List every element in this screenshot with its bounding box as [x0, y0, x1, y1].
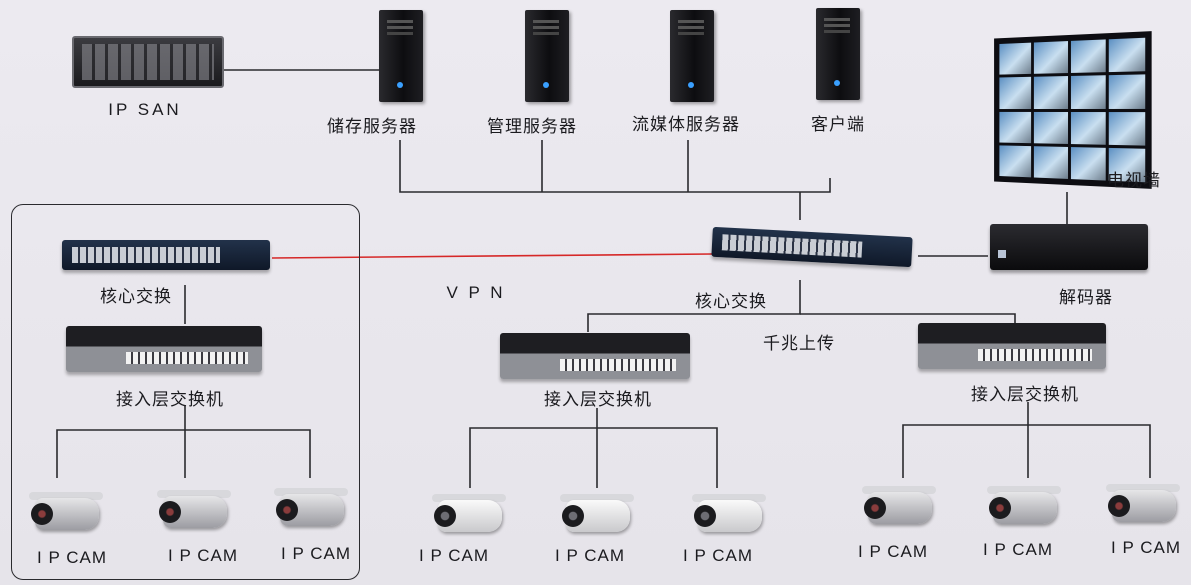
vpn-label: V P N — [446, 283, 506, 302]
ip-camera-label: I P CAM — [281, 544, 351, 563]
access-switch-left-icon — [66, 326, 262, 372]
core-switch-left-icon — [62, 240, 270, 270]
gigabit-uplink-label: 千兆上传 — [763, 334, 835, 354]
right-cam-bus — [902, 424, 1151, 478]
ip-san-array — [72, 36, 224, 88]
ip-camera-label: I P CAM — [37, 548, 107, 567]
access-switch-right-label: 接入层交换机 — [971, 385, 1079, 405]
storage-server-label: 储存服务器 — [327, 117, 417, 137]
core-switch-left-label: 核心交换 — [100, 287, 172, 307]
ip-camera-label: I P CAM — [168, 546, 238, 565]
ip-camera-label: I P CAM — [419, 546, 489, 565]
ip-camera-icon — [155, 490, 231, 536]
ip-camera-icon — [690, 494, 766, 540]
tv-wall-label: 电视墙 — [1107, 171, 1161, 191]
ip-camera-label: I P CAM — [683, 546, 753, 565]
storage-server-icon — [379, 10, 423, 102]
access-switch-mid-label: 接入层交换机 — [544, 390, 652, 410]
ip-camera-icon — [272, 488, 348, 534]
ip-camera-icon — [860, 486, 936, 532]
uplink-mid — [587, 280, 801, 332]
ip-camera-icon — [430, 494, 506, 540]
ip-san-label: IP SAN — [108, 100, 182, 119]
decoder-label: 解码器 — [1059, 288, 1113, 308]
client-label: 客户端 — [811, 115, 865, 135]
core-switch-right-label: 核心交换 — [695, 292, 767, 312]
client-pc-icon — [816, 8, 860, 100]
streaming-server-label: 流媒体服务器 — [632, 115, 740, 135]
management-server-label: 管理服务器 — [487, 117, 577, 137]
ip-camera-icon — [27, 492, 103, 538]
access-switch-left-label: 接入层交换机 — [116, 390, 224, 410]
mid-cam-bus — [469, 427, 718, 488]
left-cam-bus — [56, 429, 311, 478]
decoder-icon — [990, 224, 1148, 270]
access-switch-right-icon — [918, 323, 1106, 369]
ip-camera-icon — [985, 486, 1061, 532]
streaming-server-icon — [670, 10, 714, 102]
ip-camera-label: I P CAM — [1111, 538, 1181, 557]
ip-camera-label: I P CAM — [555, 546, 625, 565]
ip-camera-label: I P CAM — [858, 542, 928, 561]
uplink-right — [800, 313, 1016, 323]
management-server-icon — [525, 10, 569, 102]
access-switch-mid-icon — [500, 333, 690, 379]
ip-camera-icon — [558, 494, 634, 540]
remote-site-frame — [11, 204, 360, 580]
ip-camera-icon — [1104, 484, 1180, 530]
vpn-link — [271, 253, 713, 259]
ip-camera-label: I P CAM — [983, 540, 1053, 559]
server-bus — [399, 140, 831, 193]
